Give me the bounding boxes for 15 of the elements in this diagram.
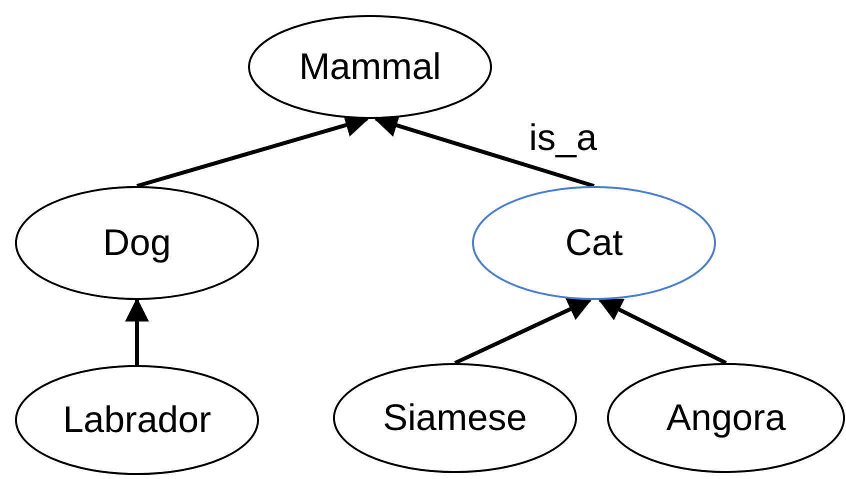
arrow [598, 298, 727, 365]
node-label: Dog [103, 222, 171, 264]
node-label: Siamese [383, 397, 527, 439]
node-label: Labrador [62, 399, 212, 441]
ellipse-node [333, 363, 577, 473]
ellipse-node [607, 363, 845, 473]
ellipse-node [472, 186, 716, 300]
ellipse-node [15, 186, 259, 300]
node-label: Cat [565, 222, 623, 264]
arrow [125, 298, 149, 365]
arrow [454, 298, 592, 365]
ellipse-node [15, 365, 259, 475]
ellipse-node [248, 15, 492, 119]
node-label: Angora [666, 397, 786, 439]
node-label: Mammal [299, 46, 441, 88]
